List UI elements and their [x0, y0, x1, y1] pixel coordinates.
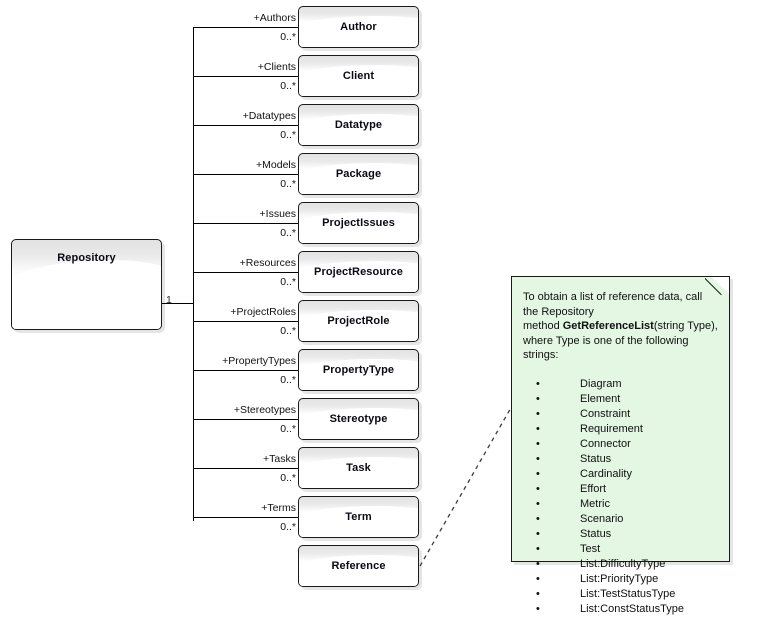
connector-branch-propertytypes — [193, 370, 299, 371]
role-label-resources: +Resources — [239, 257, 296, 269]
multiplicity-resources: 0..* — [280, 276, 296, 288]
class-box-datatype[interactable]: Datatype — [298, 104, 419, 146]
list-item: Diagram — [523, 377, 719, 392]
class-box-projectissues[interactable]: ProjectIssues — [298, 202, 419, 244]
class-box-propertytype[interactable]: PropertyType — [298, 349, 419, 391]
multiplicity-clients: 0..* — [280, 80, 296, 92]
list-item: Status — [523, 452, 719, 467]
connector-branch-terms — [193, 517, 299, 518]
class-box-term[interactable]: Term — [298, 496, 419, 538]
note-line-2: method GetReferenceList(string Type), — [523, 319, 719, 334]
role-label-datatypes: +Datatypes — [242, 110, 296, 122]
class-name-propertytype: PropertyType — [322, 364, 395, 376]
multiplicity-authors: 0..* — [280, 31, 296, 43]
class-box-client[interactable]: Client — [298, 55, 419, 97]
connector-branch-tasks — [193, 468, 299, 469]
role-label-stereotypes: +Stereotypes — [233, 404, 296, 416]
list-item: Cardinality — [523, 467, 719, 482]
connector-spine — [193, 27, 194, 521]
role-label-tasks: +Tasks — [263, 453, 296, 465]
connector-branch-issues — [193, 223, 299, 224]
role-label-authors: +Authors — [253, 12, 296, 24]
class-name-term: Term — [345, 511, 372, 523]
class-name-projectrole: ProjectRole — [327, 315, 390, 327]
multiplicity-models: 0..* — [280, 178, 296, 190]
role-label-models: +Models — [256, 159, 296, 171]
class-box-package[interactable]: Package — [298, 153, 419, 195]
role-label-projectroles: +ProjectRoles — [230, 306, 296, 318]
note-reference-type-list: Diagram Element Constraint Requirement C… — [523, 377, 719, 617]
class-name-datatype: Datatype — [334, 119, 383, 131]
list-item: Test — [523, 542, 719, 557]
note-anchor-dashed-line — [419, 405, 513, 567]
class-box-stereotype[interactable]: Stereotype — [298, 398, 419, 440]
class-name-stereotype: Stereotype — [329, 413, 388, 425]
connector-branch-authors — [193, 27, 299, 28]
connector-branch-stereotypes — [193, 419, 299, 420]
note-method-name: GetReferenceList — [562, 320, 654, 332]
list-item: Metric — [523, 497, 719, 512]
multiplicity-datatypes: 0..* — [280, 129, 296, 141]
note-reference-list[interactable]: To obtain a list of reference data, call… — [511, 276, 730, 617]
connector-branch-models — [193, 174, 299, 175]
class-box-reference[interactable]: Reference — [298, 545, 419, 587]
list-item: Status — [523, 527, 719, 542]
role-label-issues: +Issues — [259, 208, 296, 220]
list-item: List:PriorityType — [523, 572, 719, 587]
list-item: Effort — [523, 482, 719, 497]
class-name-repository: Repository — [57, 252, 116, 264]
note-line-2-suffix: (string Type), — [653, 320, 718, 332]
list-item: Scenario — [523, 512, 719, 527]
class-box-projectresource[interactable]: ProjectResource — [298, 251, 419, 293]
list-item: List:ConstStatusType — [523, 602, 719, 617]
list-item: List:TestStatusType — [523, 587, 719, 602]
connector-branch-projectroles — [193, 321, 299, 322]
class-name-reference: Reference — [331, 560, 386, 572]
multiplicity-issues: 0..* — [280, 227, 296, 239]
class-name-projectissues: ProjectIssues — [322, 217, 395, 229]
connector-branch-datatypes — [193, 125, 299, 126]
note-line-2-prefix: method — [523, 320, 563, 332]
connector-branch-resources — [193, 272, 299, 273]
connector-root-stub — [162, 303, 194, 304]
class-name-client: Client — [342, 70, 375, 82]
class-name-task: Task — [346, 462, 371, 474]
connector-branch-clients — [193, 76, 299, 77]
class-box-repository[interactable]: Repository — [11, 239, 162, 330]
note-body: To obtain a list of reference data, call… — [512, 277, 729, 617]
class-box-projectrole[interactable]: ProjectRole — [298, 300, 419, 342]
role-label-propertytypes: +PropertyTypes — [222, 355, 296, 367]
multiplicity-propertytypes: 0..* — [280, 374, 296, 386]
list-item: Element — [523, 392, 719, 407]
multiplicity-terms: 0..* — [280, 521, 296, 533]
class-name-package: Package — [335, 168, 382, 180]
note-line-1: To obtain a list of reference data, call… — [523, 291, 703, 318]
class-name-author: Author — [340, 21, 377, 33]
multiplicity-projectroles: 0..* — [280, 325, 296, 337]
class-box-author[interactable]: Author — [298, 6, 419, 48]
role-label-clients: +Clients — [257, 61, 296, 73]
multiplicity-stereotypes: 0..* — [280, 423, 296, 435]
list-item: Requirement — [523, 422, 719, 437]
class-name-projectresource: ProjectResource — [314, 266, 403, 278]
list-item: List:DifficultyType — [523, 557, 719, 572]
note-line-3: where Type is one of the following strin… — [523, 334, 689, 362]
class-box-task[interactable]: Task — [298, 447, 419, 489]
list-item: Constraint — [523, 407, 719, 422]
multiplicity-tasks: 0..* — [280, 472, 296, 484]
multiplicity-root: 1 — [166, 294, 172, 306]
uml-class-diagram-canvas: Repository 1 +Authors +Clients +Datatype… — [0, 0, 758, 594]
list-item: Connector — [523, 437, 719, 452]
role-label-terms: +Terms — [261, 502, 296, 514]
